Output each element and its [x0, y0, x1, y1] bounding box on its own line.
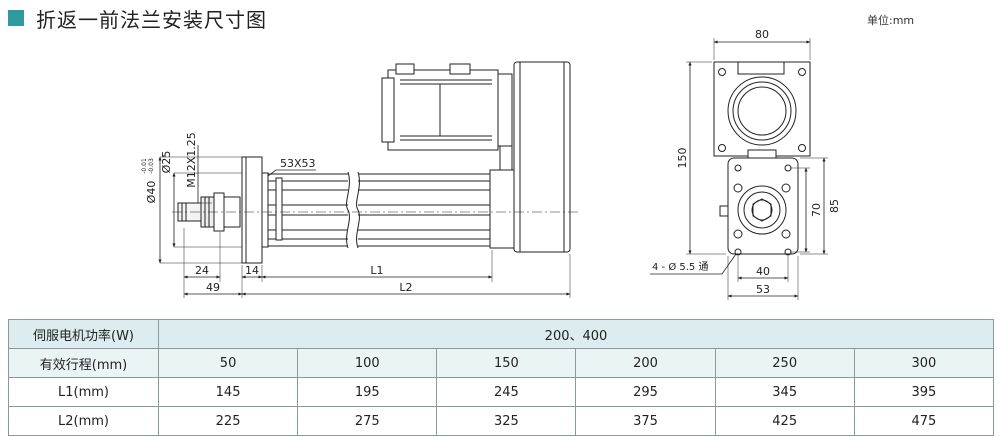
table-cell: 345	[714, 377, 855, 407]
servo-motor	[381, 63, 513, 171]
table-cell: 325	[436, 406, 577, 436]
dim-l2: L2	[399, 281, 412, 294]
dim-24: 24	[195, 264, 209, 277]
page-title-block: 折返一前法兰安装尺寸图	[8, 4, 267, 32]
dim-49: 49	[206, 281, 220, 294]
spec-table: 伺服电机功率(W) 200、400 有效行程(mm) 50 100 150 20…	[8, 319, 995, 436]
dim-150: 150	[676, 148, 689, 169]
front-flange	[241, 156, 269, 264]
dim-70: 70	[810, 203, 823, 217]
table-row-l1: L1(mm) 145 195 245 295 345 395	[8, 377, 995, 407]
side-view-dimensions	[158, 145, 571, 298]
installation-drawing: Ø40 -0.01 -0.03 Ø25 M12X1.25 53X53 24 14…	[141, 28, 841, 300]
table-cell: 50	[157, 348, 299, 378]
dim-14: 14	[245, 264, 259, 277]
table-cell: 250	[714, 348, 855, 378]
table-cell: 475	[853, 406, 995, 436]
table-cell: 200	[575, 348, 716, 378]
side-view	[172, 61, 580, 264]
table-cell: 145	[157, 377, 299, 407]
end-view	[713, 61, 811, 256]
end-view-dimensions	[650, 38, 828, 300]
table-row-stroke: 有效行程(mm) 50 100 150 200 250 300	[8, 348, 995, 378]
dia25-label: Ø25	[160, 151, 173, 174]
table-cell: 100	[297, 348, 438, 378]
dim-l1: L1	[370, 264, 383, 277]
l2-label: L2(mm)	[8, 406, 159, 436]
title-marker	[8, 10, 24, 26]
dia40-label: Ø40	[145, 181, 158, 204]
power-value: 200、400	[158, 319, 994, 349]
dim-53: 53	[756, 283, 770, 296]
profile-body	[268, 171, 492, 249]
holes-label: 4 - Ø 5.5 通	[652, 261, 708, 273]
table-cell: 295	[575, 377, 716, 407]
side-view-labels: Ø40 -0.01 -0.03 Ø25 M12X1.25 53X53 24 14…	[141, 132, 413, 294]
table-cell: 395	[853, 377, 995, 407]
square-label: 53X53	[280, 157, 316, 170]
table-row-l2: L2(mm) 225 275 325 375 425 475	[8, 406, 995, 436]
unit-label: 单位:mm	[867, 14, 915, 27]
dim-85: 85	[828, 199, 841, 213]
table-cell: 300	[853, 348, 995, 378]
gearbox	[489, 61, 571, 253]
table-cell: 375	[575, 406, 716, 436]
dia40-tol-lower: -0.03	[148, 158, 155, 174]
dim-40: 40	[756, 265, 770, 278]
page-title: 折返一前法兰安装尺寸图	[36, 7, 267, 32]
table-cell: 425	[714, 406, 855, 436]
table-cell: 225	[157, 406, 299, 436]
l1-label: L1(mm)	[8, 377, 159, 407]
dia40-tol-upper: -0.01	[141, 158, 148, 174]
end-view-labels: 80 150 70 85 40 53 4 - Ø 5.5 通	[652, 28, 841, 296]
table-cell: 195	[297, 377, 438, 407]
stroke-label: 有效行程(mm)	[8, 348, 159, 378]
power-label: 伺服电机功率(W)	[8, 319, 159, 349]
dim-80: 80	[755, 28, 769, 41]
table-cell: 275	[297, 406, 438, 436]
thread-label: M12X1.25	[185, 132, 198, 188]
table-cell: 150	[436, 348, 577, 378]
table-cell: 245	[436, 377, 577, 407]
table-row-power: 伺服电机功率(W) 200、400	[8, 319, 994, 349]
